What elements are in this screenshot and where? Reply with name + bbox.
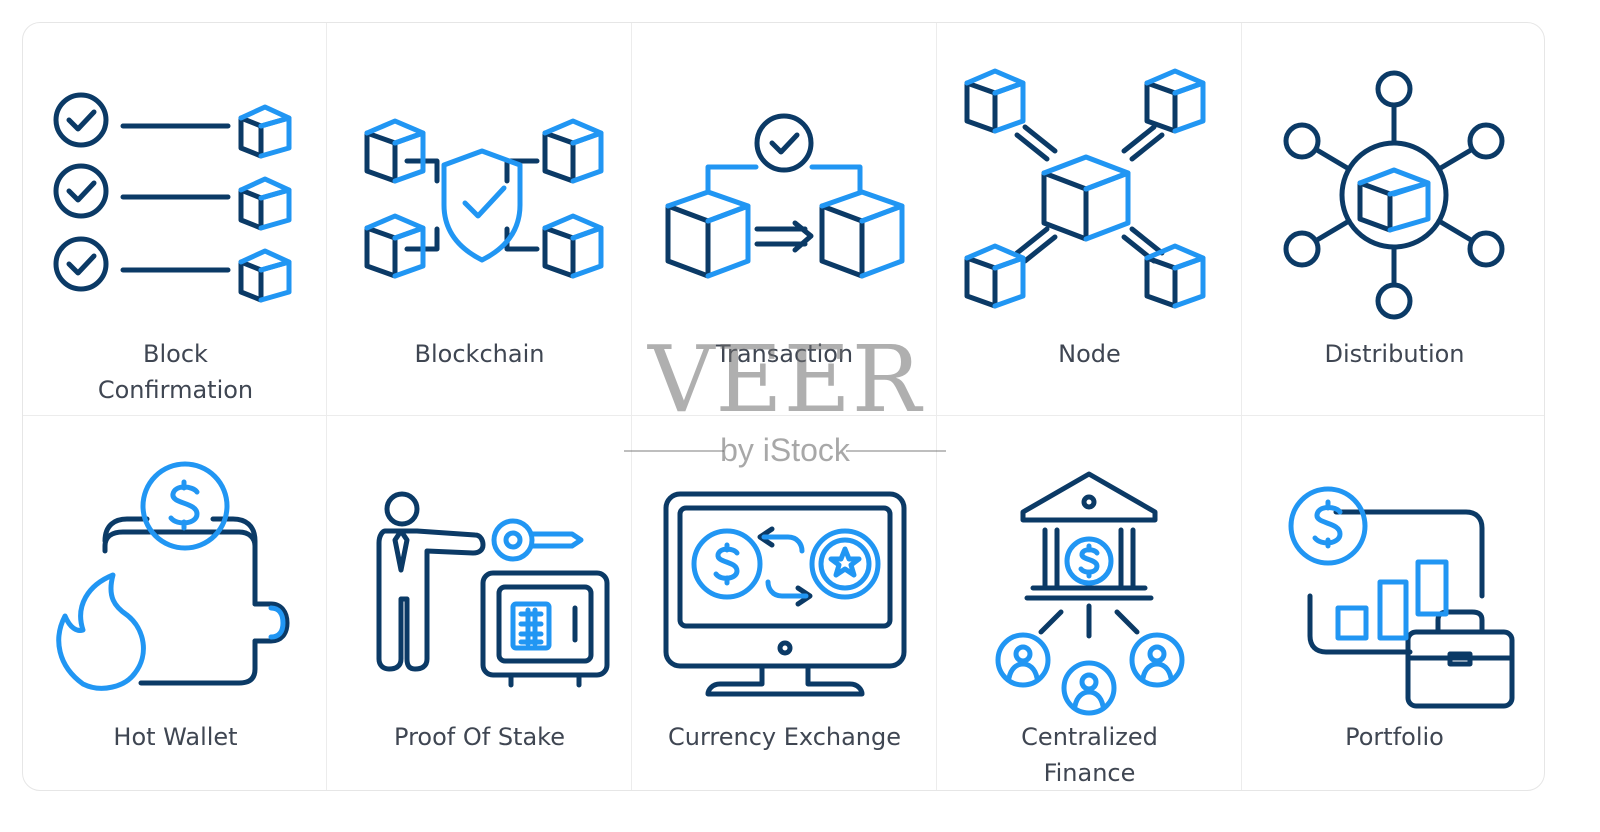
- portfolio-icon: [1288, 486, 1515, 709]
- icon-tile-hot-wallet: Hot Wallet: [23, 416, 328, 790]
- transaction-icon: [665, 113, 905, 279]
- icon-label: Proof Of Stake: [394, 723, 565, 751]
- icon-tile-distribution: Distribution: [1242, 23, 1544, 415]
- icon-label: Block Confirmation: [97, 340, 254, 404]
- icon-sheet: Block Confirmation: [22, 22, 1545, 791]
- icon-label: Hot Wallet: [113, 723, 238, 751]
- node-icon: [964, 68, 1206, 309]
- centralized-finance-icon: [995, 471, 1185, 716]
- icon-tile-node: Node: [937, 23, 1242, 415]
- block-confirmation-icon: [53, 92, 292, 303]
- hot-wallet-icon: [56, 461, 290, 691]
- icon-tile-portfolio: Portfolio: [1242, 416, 1544, 790]
- divider: [1241, 23, 1242, 790]
- icon-tile-currency-exchange: Currency Exchange: [632, 416, 937, 790]
- blockchain-icon: [364, 118, 604, 279]
- icon-label: Node: [1058, 340, 1121, 368]
- icon-label: Transaction: [715, 340, 854, 368]
- divider: [23, 415, 1544, 416]
- icon-tile-centralized-finance: Centralized Finance: [937, 416, 1242, 790]
- divider: [631, 23, 632, 790]
- proof-of-stake-icon: [376, 491, 610, 688]
- icon-tile-blockchain: Blockchain: [327, 23, 632, 415]
- currency-exchange-icon: [663, 491, 907, 697]
- icon-tile-transaction: Transaction: [632, 23, 937, 415]
- icon-tile-proof-of-stake: Proof Of Stake: [327, 416, 632, 790]
- divider: [326, 23, 327, 790]
- icon-label: Centralized Finance: [1021, 723, 1158, 787]
- icon-label: Distribution: [1324, 340, 1465, 368]
- icon-label: Currency Exchange: [667, 723, 902, 751]
- icon-tile-block-confirmation: Block Confirmation: [23, 23, 328, 415]
- icon-label: Portfolio: [1345, 723, 1444, 751]
- distribution-icon: [1283, 70, 1505, 320]
- divider: [936, 23, 937, 790]
- icon-label: Blockchain: [414, 340, 545, 368]
